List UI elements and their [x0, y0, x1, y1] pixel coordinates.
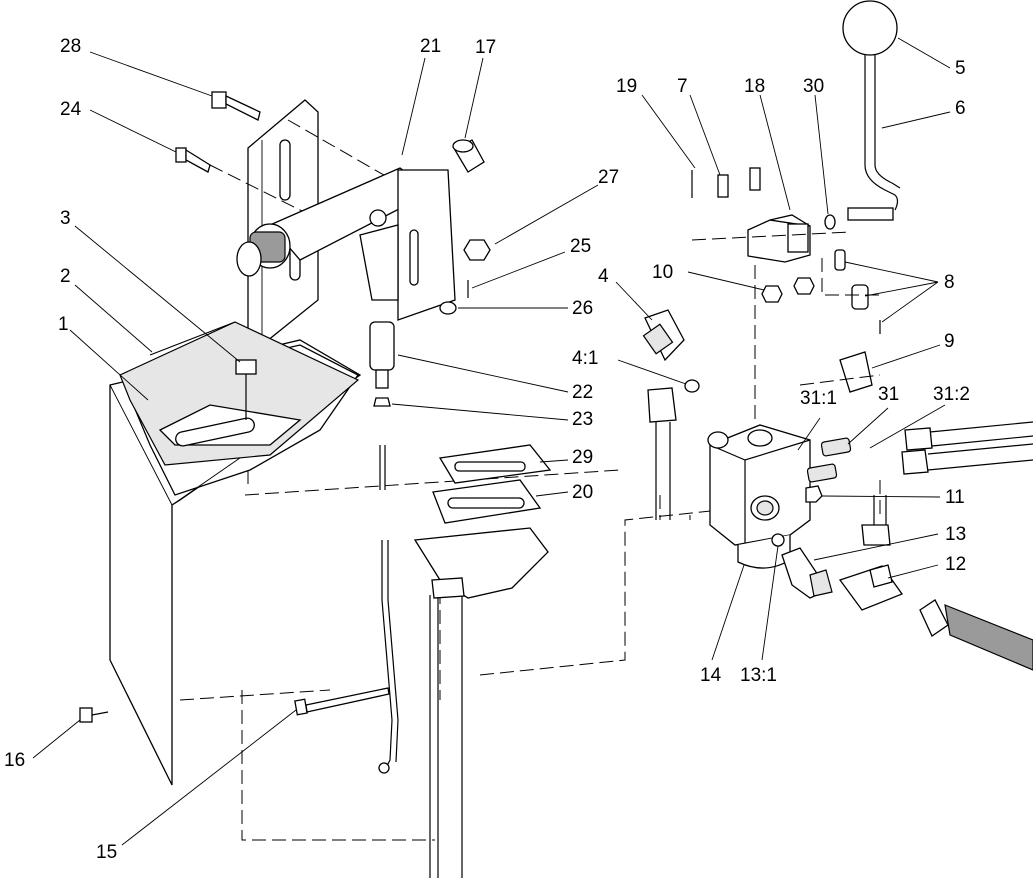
clevis-rod: [369, 321, 399, 774]
o-ring-13-1: [771, 533, 785, 547]
washer-30: [824, 214, 836, 230]
control-knob-lever: [842, 0, 901, 211]
hydraulic-hose-left: [647, 387, 677, 520]
bolt-15: [294, 687, 390, 716]
fittings-31: [806, 421, 1033, 483]
elbow-fitting-4: [642, 309, 685, 362]
bushing-17: [452, 139, 485, 173]
callout-13-1: 13:1: [740, 665, 777, 686]
callout-28: 28: [60, 36, 81, 57]
callout-6: 6: [955, 98, 966, 119]
pivot-block-18: [747, 214, 811, 263]
bolt-28: [211, 91, 261, 121]
callout-5: 5: [955, 58, 966, 79]
callout-30: 30: [803, 76, 824, 97]
lever-knob: [236, 223, 291, 277]
o-ring-4-1: [684, 379, 700, 393]
callout-14: 14: [700, 665, 722, 686]
nuts-10: [761, 277, 815, 303]
lower-bracket: [429, 577, 465, 878]
lever-arm: [268, 167, 456, 321]
spacer-plates: [413, 444, 552, 599]
callout-18: 18: [744, 76, 765, 97]
callout-25: 25: [570, 236, 591, 257]
clip-9: [839, 351, 873, 393]
callout-16: 16: [4, 750, 25, 771]
callout-17: 17: [475, 37, 496, 58]
callout-15: 15: [96, 842, 117, 863]
assembly-centre-lines-right: [659, 231, 881, 520]
nut-27: [463, 239, 491, 261]
lever-pin: [847, 207, 894, 221]
screw-16: [79, 707, 109, 723]
nut-11: [805, 485, 823, 503]
callout-3: 3: [60, 208, 71, 229]
callout-31-2: 31:2: [933, 384, 970, 405]
callout-29: 29: [572, 447, 593, 468]
callout-23: 23: [572, 409, 593, 430]
pins-8: [834, 249, 881, 334]
callout-26: 26: [572, 298, 593, 319]
callout-19: 19: [616, 76, 637, 97]
tee-fitting-12: [838, 495, 904, 611]
valve-body-14: [707, 424, 811, 569]
callout-24: 24: [60, 99, 82, 120]
callout-9: 9: [944, 331, 955, 352]
bolts-7: [717, 167, 761, 198]
pin-24: [175, 147, 211, 173]
callout-27: 27: [598, 167, 619, 188]
callout-labels: 28 24 21 17 27 25 26 3 2 1 22 23 29 20 1…: [4, 36, 970, 863]
callout-2: 2: [60, 266, 71, 287]
plate-bolt: [235, 359, 257, 420]
callout-8: 8: [944, 272, 955, 293]
callout-12: 12: [945, 554, 966, 575]
callout-21: 21: [420, 36, 441, 57]
leader-lines: [32, 37, 951, 846]
callout-7: 7: [677, 76, 688, 97]
callout-4-1: 4:1: [572, 348, 598, 369]
washer-26: [439, 301, 457, 315]
callout-22: 22: [572, 382, 593, 403]
callout-11: 11: [945, 487, 965, 508]
callout-31-1: 31:1: [800, 388, 837, 409]
callout-31: 31: [878, 384, 899, 405]
callout-4: 4: [598, 266, 609, 287]
elbow-fitting-13: [781, 547, 833, 599]
callout-20: 20: [572, 482, 593, 503]
hydraulic-hose-right: [919, 599, 1033, 671]
callout-1: 1: [58, 314, 69, 335]
callout-13: 13: [945, 524, 966, 545]
control-plate: [119, 321, 360, 466]
callout-10: 10: [652, 262, 673, 283]
